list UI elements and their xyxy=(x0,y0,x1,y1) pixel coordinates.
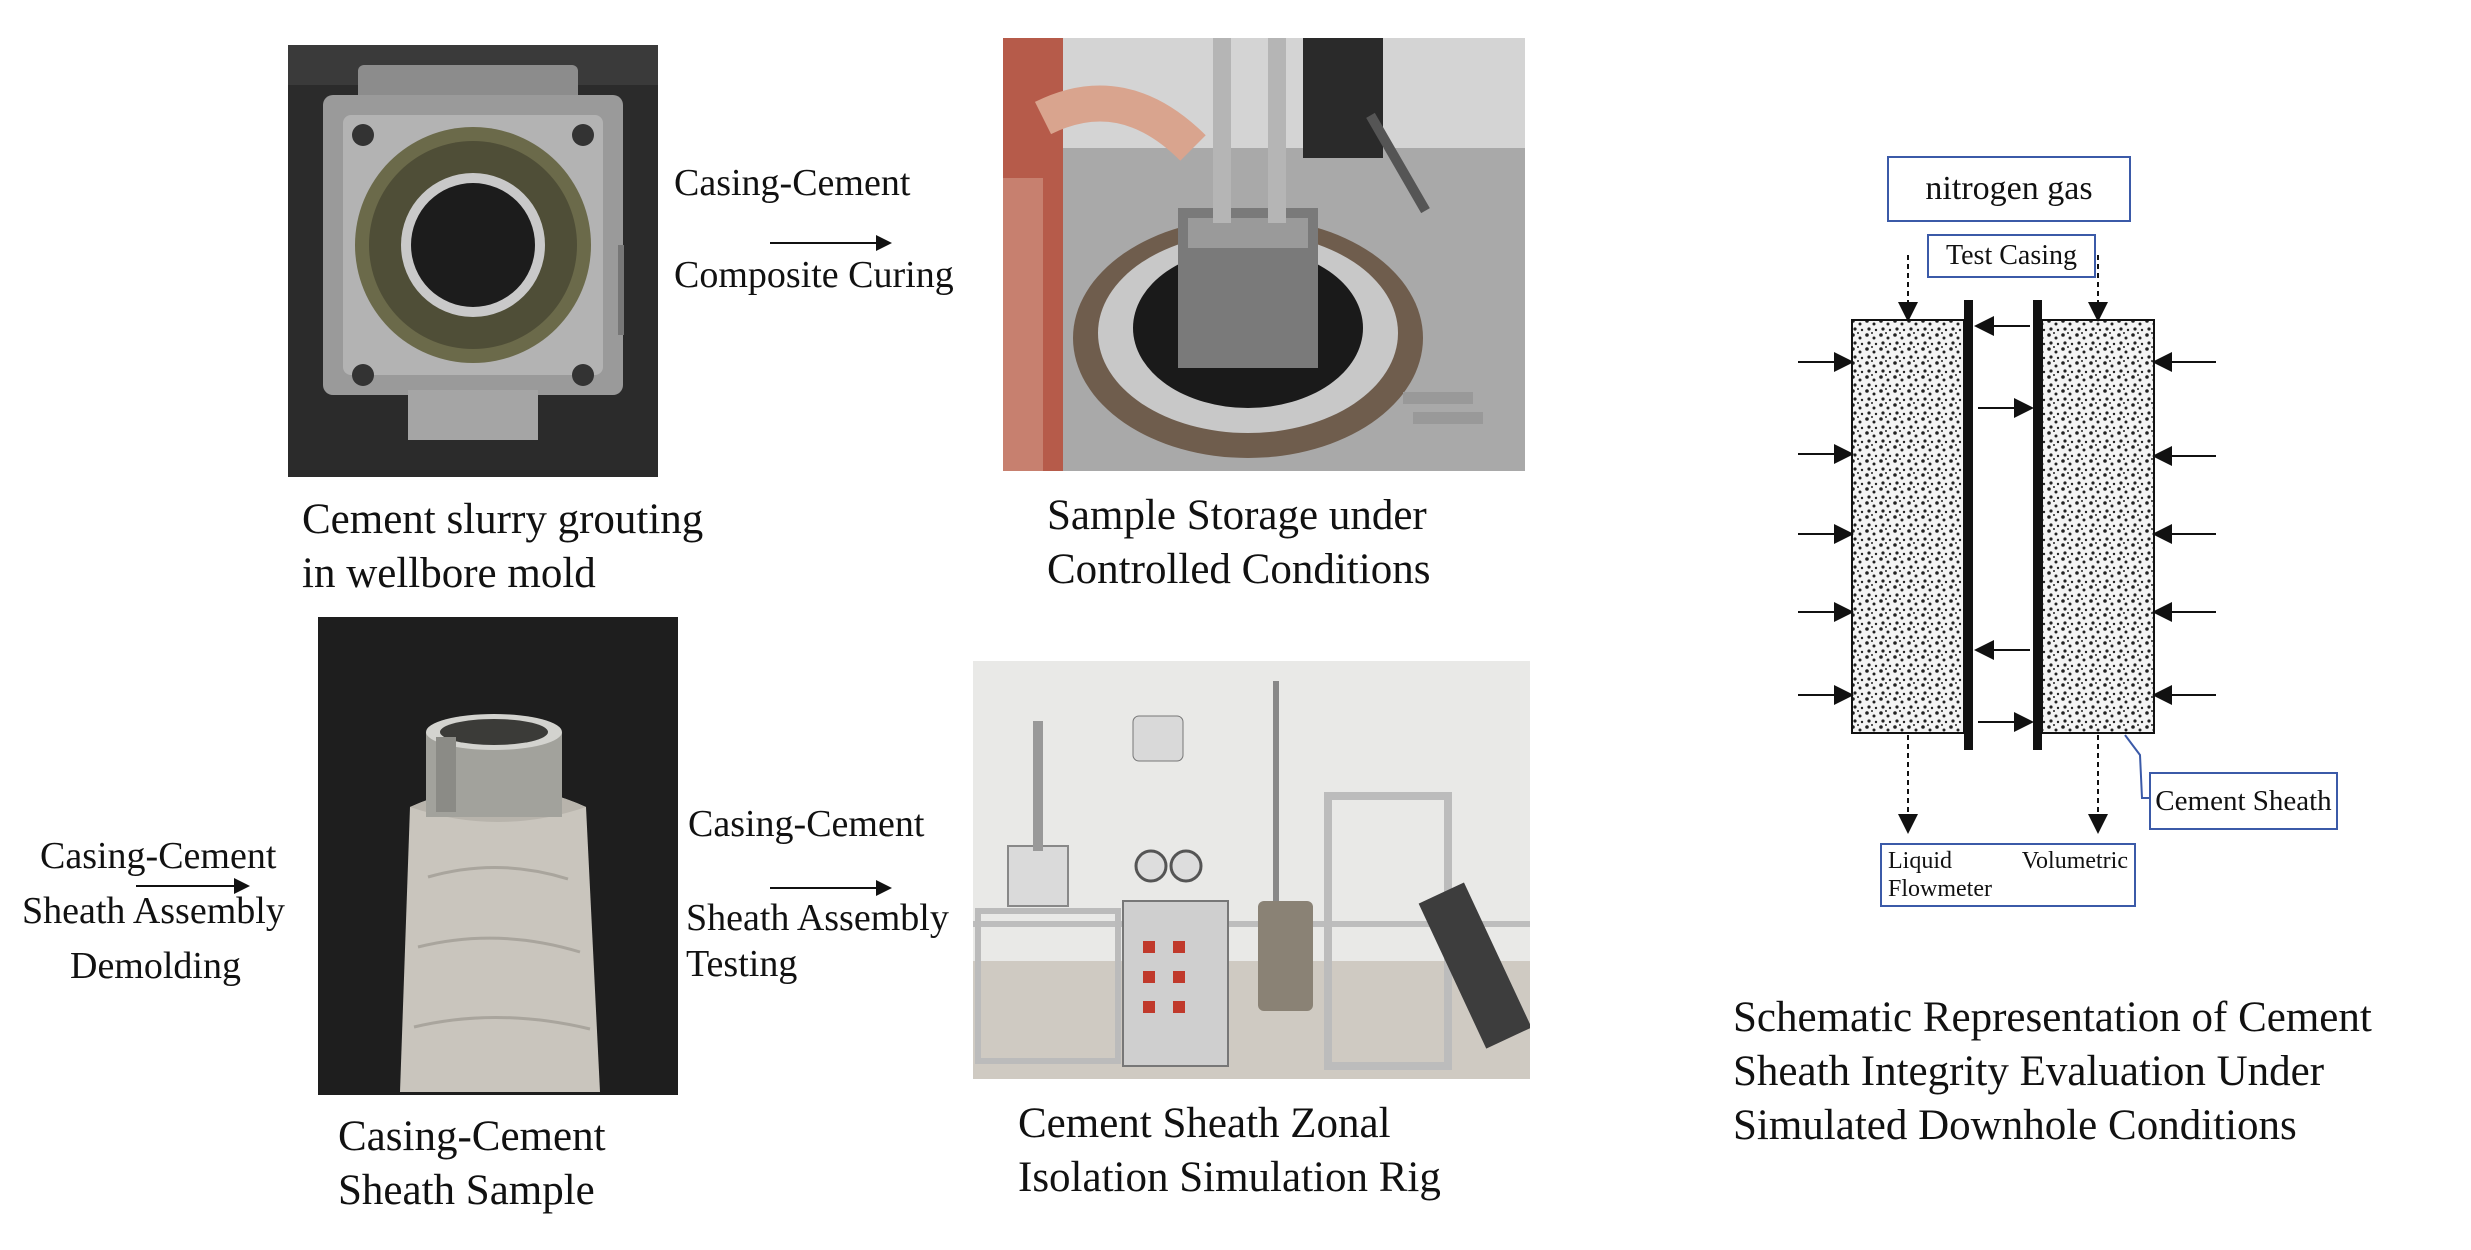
nitrogen-gas-label: nitrogen gas xyxy=(1887,156,2131,222)
sample-caption-line2: Sheath Sample xyxy=(338,1167,595,1214)
demolding-arrow xyxy=(136,878,250,894)
demolding-label-line3: Demolding xyxy=(70,945,241,987)
test-casing-label: Test Casing xyxy=(1927,234,2096,278)
mold-photo xyxy=(288,45,658,477)
demolding-label-line2: Sheath Assembly xyxy=(22,890,285,932)
storage-caption-line1: Sample Storage under xyxy=(1047,492,1427,539)
testing-label-line2: Sheath Assembly xyxy=(686,897,949,939)
sample-photo xyxy=(318,617,678,1095)
rig-caption-line2: Isolation Simulation Rig xyxy=(1018,1154,1441,1201)
casing-wall-right xyxy=(2033,300,2042,750)
cement-sheath-label: Cement Sheath xyxy=(2149,772,2338,830)
mold-caption-line1: Cement slurry grouting xyxy=(302,496,704,543)
rig-photo xyxy=(973,661,1530,1079)
schematic-title-line2: Sheath Integrity Evaluation Under xyxy=(1733,1048,2325,1095)
curing-arrow-label-top: Casing-Cement xyxy=(674,162,911,204)
testing-label-line1: Casing-Cement xyxy=(688,803,925,845)
sample-caption: Casing-Cement Sheath Sample xyxy=(338,1110,606,1218)
flowmeter-word-volumetric: Volumetric xyxy=(2021,848,2128,874)
curing-arrow xyxy=(770,235,892,251)
curing-arrow-label-bottom: Composite Curing xyxy=(674,254,954,296)
rig-caption-line1: Cement Sheath Zonal xyxy=(1018,1100,1391,1147)
testing-label-line3: Testing xyxy=(686,943,798,985)
mold-caption-line2: in wellbore mold xyxy=(302,550,596,597)
cement-sheath-left xyxy=(1851,319,1965,734)
demolding-label-line1: Casing-Cement xyxy=(40,835,277,877)
storage-caption-line2: Controlled Conditions xyxy=(1047,546,1431,593)
mold-caption: Cement slurry grouting in wellbore mold xyxy=(302,493,703,601)
testing-arrow xyxy=(770,880,892,896)
sheath-schematic xyxy=(1780,150,2240,920)
sample-caption-line1: Casing-Cement xyxy=(338,1113,606,1160)
casing-wall-left xyxy=(1964,300,1973,750)
flowmeter-word-flowmeter: Flowmeter xyxy=(1888,876,1992,902)
schematic-title: Schematic Representation of Cement Sheat… xyxy=(1733,991,2372,1153)
schematic-title-line1: Schematic Representation of Cement xyxy=(1733,994,2372,1041)
storage-photo xyxy=(1003,38,1525,471)
flowmeter-label: Liquid Volumetric Flowmeter xyxy=(1880,843,2136,907)
rig-caption: Cement Sheath Zonal Isolation Simulation… xyxy=(1018,1097,1441,1205)
schematic-title-line3: Simulated Downhole Conditions xyxy=(1733,1102,2297,1149)
storage-caption: Sample Storage under Controlled Conditio… xyxy=(1047,489,1430,597)
flowmeter-word-liquid: Liquid xyxy=(1888,848,1952,874)
cement-sheath-right xyxy=(2041,319,2155,734)
